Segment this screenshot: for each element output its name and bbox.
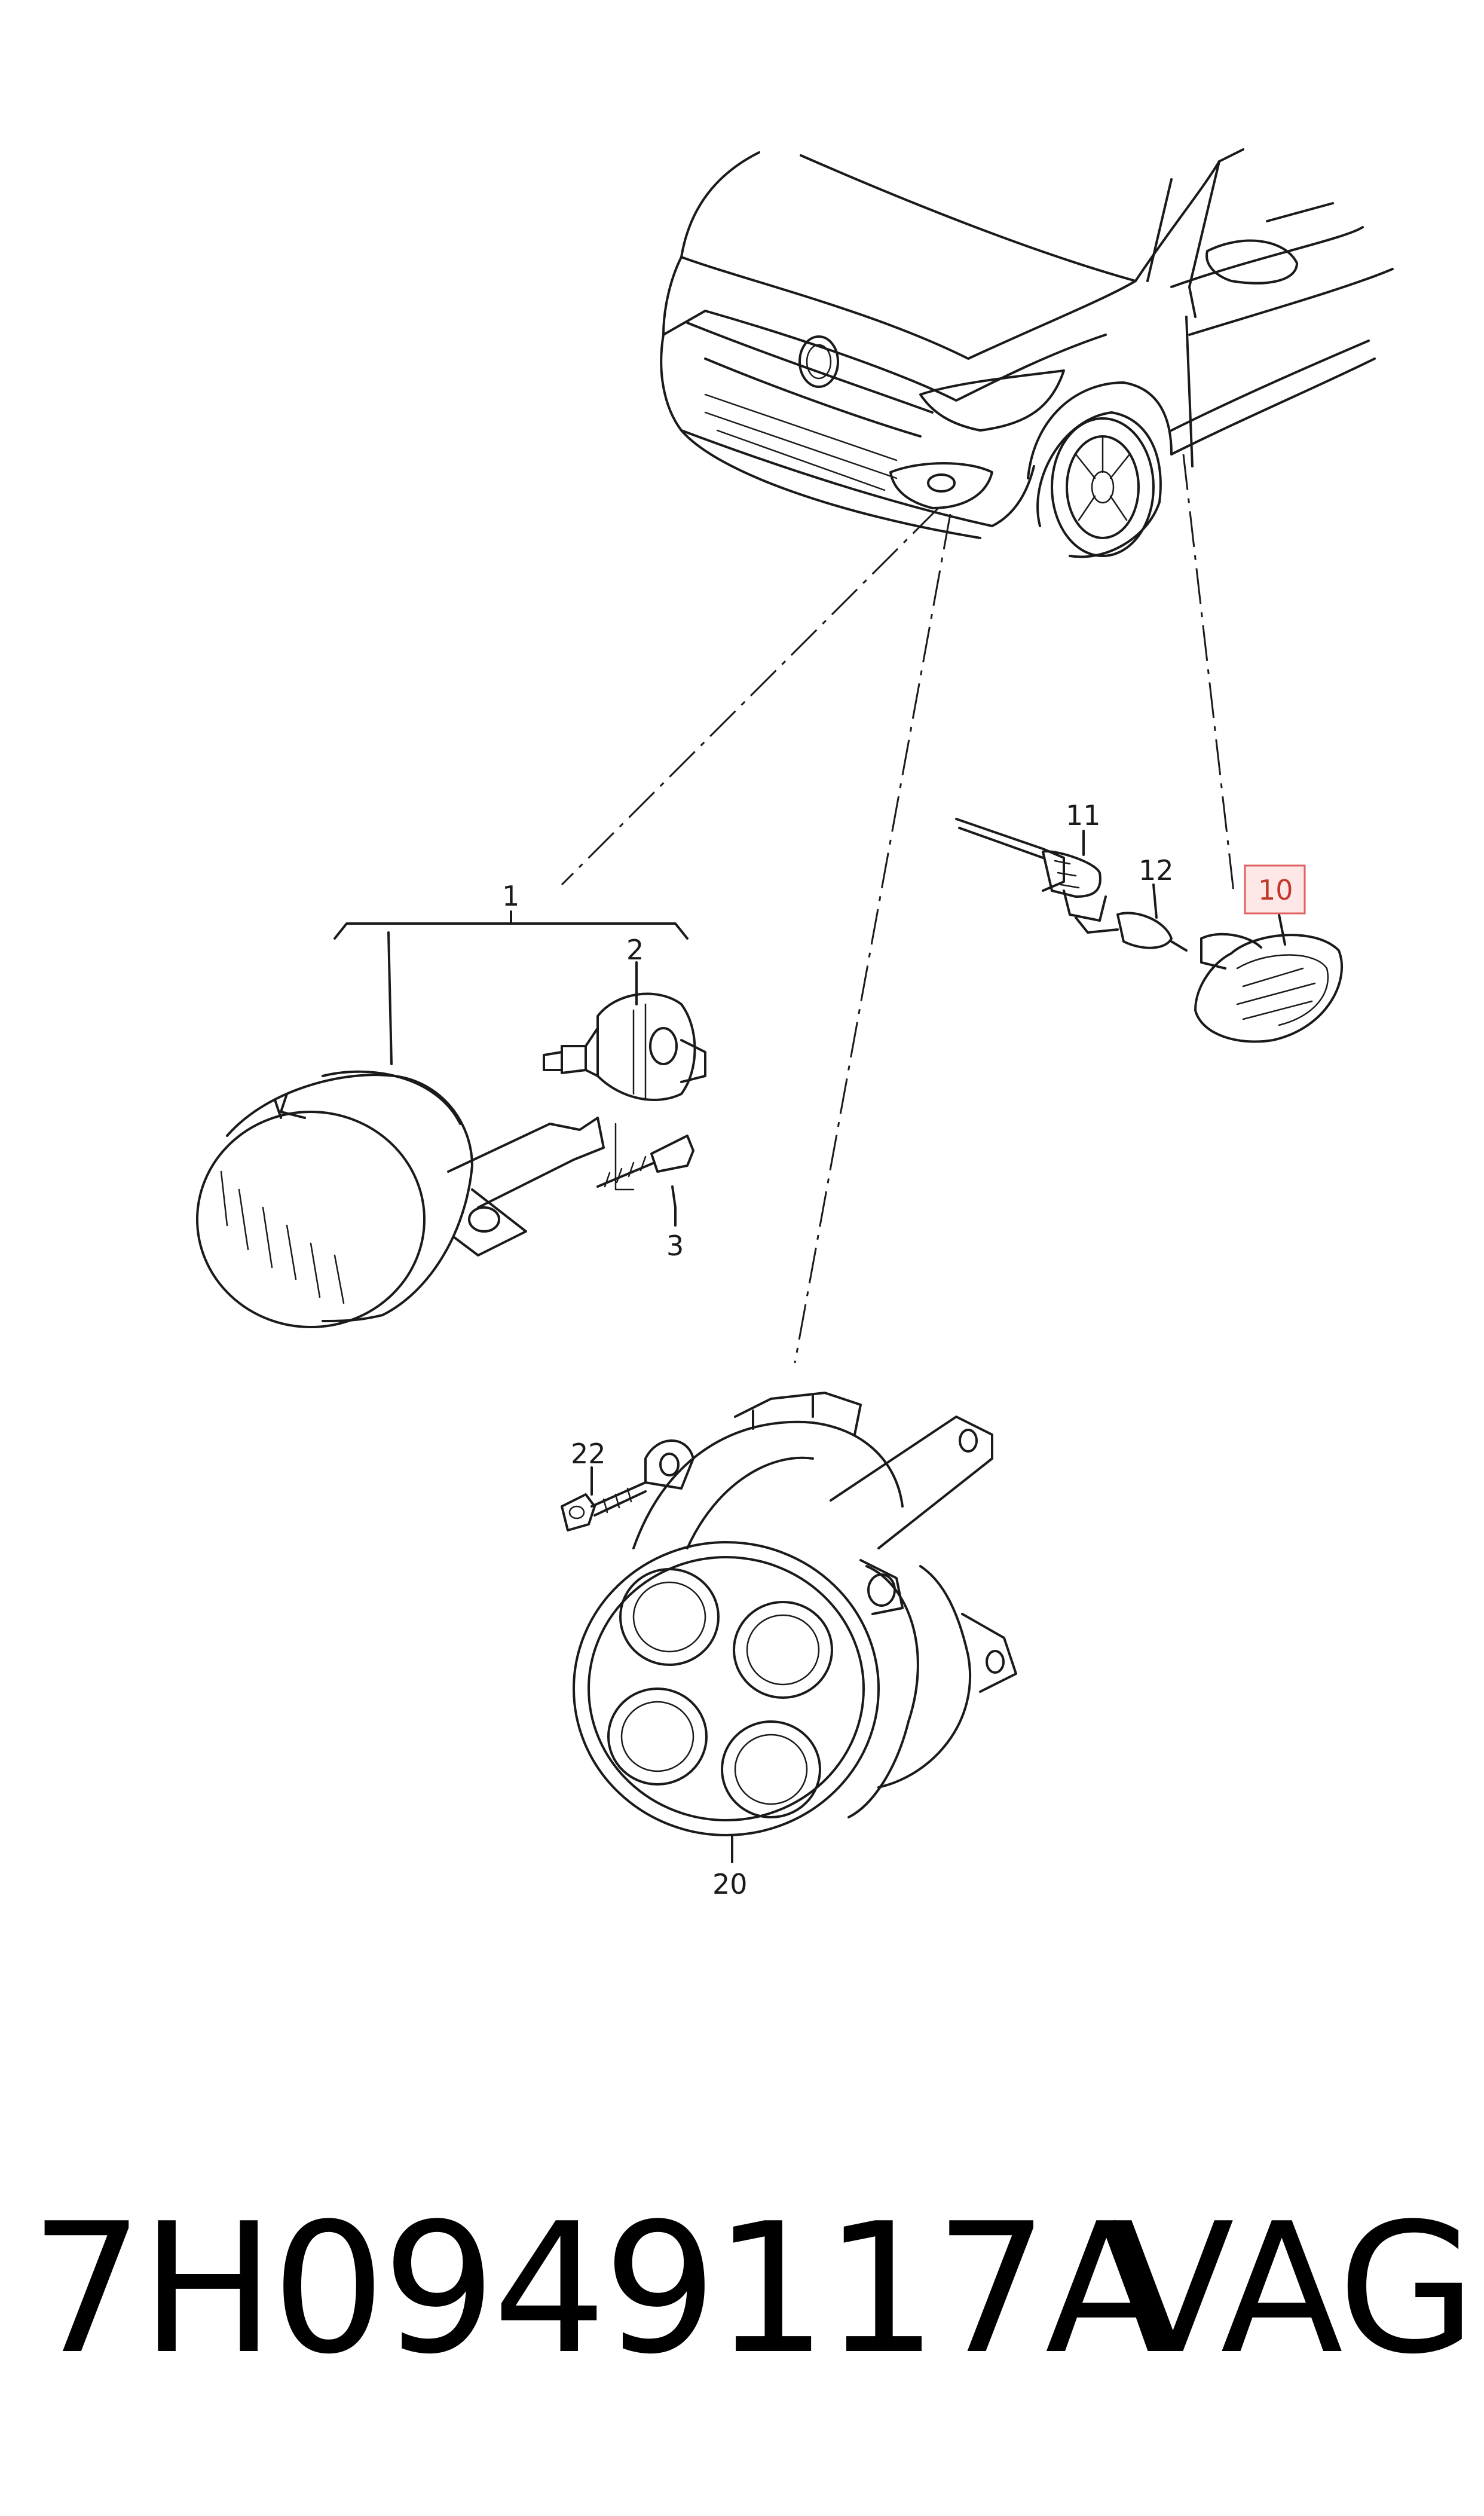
car-front-illustration [660,148,1394,558]
side-marker-assembly [955,818,1343,1043]
bulb-part-2 [543,992,706,1101]
callout-leaders [510,830,1286,1863]
brand-label: VAG [1112,2185,1476,2393]
footer: 7H0949117A VAG [0,2176,1484,2403]
callout-10: 10 [1258,874,1293,906]
callout-1: 1 [502,880,519,912]
callout-11: 11 [1066,799,1101,831]
led-fog-light-assembly [573,1392,1017,1836]
screw-part-3 [596,1123,694,1209]
callout-labels: 1 2 3 10 11 12 20 22 [502,799,1306,1900]
callout-3: 3 [666,1230,684,1262]
fog-light-assembly [196,922,689,1328]
screw-part-22 [561,1481,647,1531]
callout-22: 22 [571,1438,606,1470]
callout-12: 12 [1139,854,1174,886]
callout-10-highlight-box [1244,864,1306,915]
part-number: 7H0949117A [30,2185,1168,2393]
leader-lines [561,454,1235,1364]
callout-2: 2 [626,934,644,966]
callout-20: 20 [712,1868,748,1900]
